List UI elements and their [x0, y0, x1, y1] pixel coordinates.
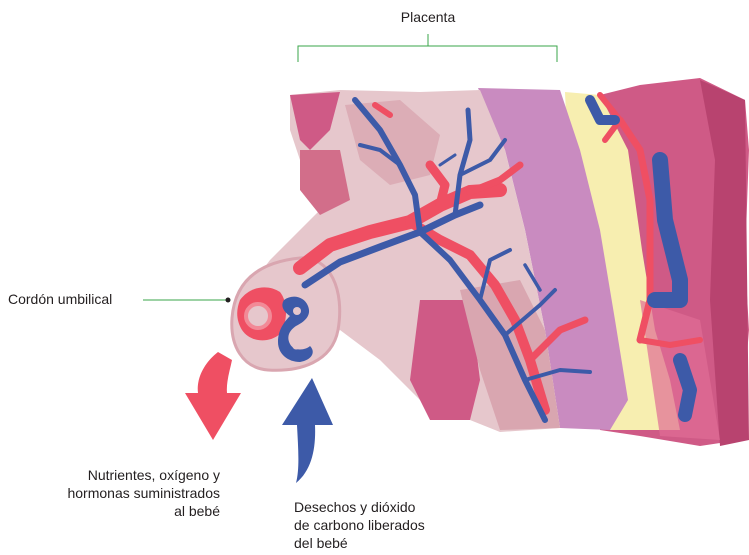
- waste-label-line: de carbono liberados: [294, 516, 425, 534]
- umbilical-cord-label: Cordón umbilical: [8, 290, 112, 308]
- cord-leader-line: [143, 298, 231, 303]
- nutrients-label-line: Nutrientes, oxígeno y: [0, 466, 220, 484]
- waste-label: Desechos y dióxido de carbono liberados …: [294, 498, 425, 552]
- nutrients-label: Nutrientes, oxígeno y hormonas suministr…: [0, 466, 220, 520]
- nutrients-label-line: hormonas suministrados: [0, 484, 220, 502]
- nutrients-label-line: al bebé: [0, 502, 220, 520]
- waste-label-line: del bebé: [294, 534, 425, 552]
- placenta-label: Placenta: [0, 8, 749, 26]
- down-arrow-red-icon: [185, 352, 241, 440]
- up-arrow-blue-icon: [282, 378, 333, 483]
- placenta-bracket: [298, 34, 557, 62]
- waste-label-line: Desechos y dióxido: [294, 498, 425, 516]
